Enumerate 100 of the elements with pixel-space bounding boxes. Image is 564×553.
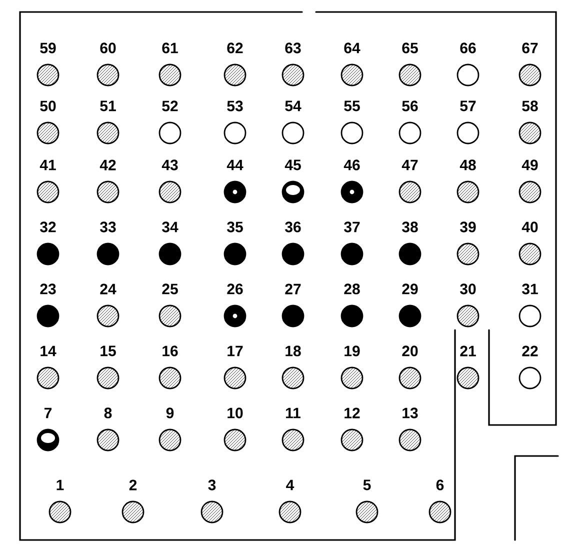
number-label: 57 [460,100,476,112]
hatched-circle [96,64,120,86]
number-label: 49 [522,160,538,170]
open-circle [456,64,480,86]
hatched-circle [158,428,182,452]
hatched-circle [96,180,120,204]
number-label: 26 [227,284,243,294]
number-label: 62 [227,42,243,54]
hatched-circle [158,64,182,86]
hatched-circle [122,500,144,524]
hatched-circle [48,500,72,524]
number-label: 9 [166,408,174,418]
hatched-circle [456,180,480,204]
number-label: 65 [402,42,418,54]
number-label: 54 [285,100,302,112]
number-label: 3 [208,480,216,490]
open-circle [282,122,304,144]
number-label: 66 [460,42,476,54]
number-label: 50 [40,100,56,112]
hatched-circle [456,242,480,266]
number-label: 25 [162,284,178,294]
open-circle [224,122,246,144]
filled-circle [398,242,422,266]
hatched-circle [158,366,182,390]
filled-circle [36,304,60,328]
number-label: 47 [402,160,418,170]
number-label: 31 [522,284,538,294]
hatched-circle [340,64,364,86]
number-label: 20 [402,346,418,356]
open-circle [456,122,480,144]
filled-circle [340,242,364,266]
hatched-circle [96,122,120,144]
open-circle [518,304,542,328]
number-label: 21 [460,346,476,356]
hatched-circle [340,366,364,390]
number-label: 29 [402,284,418,294]
number-label: 2 [129,480,137,490]
number-label: 23 [40,284,56,294]
hatched-circle [96,366,120,390]
number-label: 67 [522,42,538,54]
hatched-circle [398,64,422,86]
number-label: 16 [162,346,178,356]
hatched-circle [36,366,60,390]
hatched-circle [518,242,542,266]
filled-circle [36,242,60,266]
hatched-circle [224,64,246,86]
number-label: 44 [226,160,244,170]
number-label: 6 [436,480,444,490]
hatched-circle [36,122,60,144]
number-label: 42 [100,160,116,170]
hatched-circle [456,366,480,390]
number-label: 39 [460,222,476,232]
number-label: 1 [56,480,64,490]
number-label: 45 [284,160,301,170]
filled-circle [96,242,120,266]
open-circle [158,122,182,144]
number-label: 40 [522,222,538,232]
hatched-circle [158,304,182,328]
hatched-circle [398,428,422,452]
open-circle [398,122,422,144]
number-label: 28 [344,284,360,294]
number-label: 8 [104,408,112,418]
number-label: 24 [100,284,116,294]
hatched-circle [518,122,542,144]
number-label: 36 [285,222,301,232]
hatched-circle [398,366,422,390]
filled-circle [36,428,60,452]
number-label: 32 [40,222,56,232]
open-circle [340,122,364,144]
number-label: 35 [227,222,243,232]
number-label: 19 [344,346,360,356]
hatched-circle [518,64,542,86]
number-label: 56 [402,100,418,112]
number-label: 18 [286,346,301,356]
number-label: 7 [44,408,52,418]
hatched-circle [224,428,246,452]
number-label: 10 [228,408,243,418]
hatched-circle [428,500,452,524]
number-label: 61 [162,42,178,54]
number-label: 37 [344,222,360,232]
hatched-circle [200,500,224,524]
hatched-circle [224,366,246,390]
number-label: 4 [286,480,294,490]
filled-circle [398,304,422,328]
hatched-circle [282,366,304,390]
hatched-circle [518,180,542,204]
number-label: 17 [228,346,243,356]
number-label: 55 [344,100,360,112]
number-label: 51 [100,100,116,112]
hatched-circle [36,180,60,204]
filled-circle [158,242,182,266]
hatched-circle [398,180,422,204]
filled-circle [224,304,246,328]
number-label: 34 [162,222,178,232]
number-label: 48 [460,160,476,170]
number-label: 53 [227,100,243,112]
number-label: 27 [285,284,301,294]
filled-circle [282,180,304,204]
number-label: 13 [402,408,418,418]
hatched-circle [356,500,378,524]
